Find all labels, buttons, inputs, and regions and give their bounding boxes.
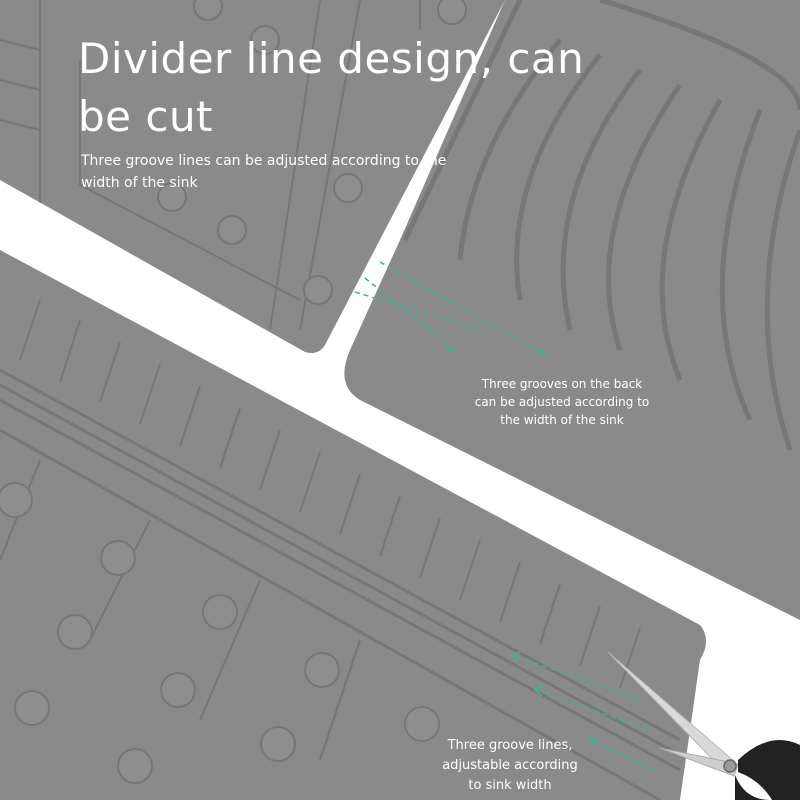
caption-groove-lines-line-1: Three groove lines, <box>447 738 573 753</box>
subtext: Three groove lines can be adjusted accor… <box>81 150 521 194</box>
headline-line-1: Divider line design, can <box>78 34 585 83</box>
headline: Divider line design, can be cut <box>78 30 638 146</box>
mat-panel-right <box>344 0 800 620</box>
caption-back-grooves-line-2: can be adjusted according to <box>474 395 650 409</box>
caption-groove-lines: Three groove lines, adjustable according… <box>420 736 600 796</box>
arrows-right-panel <box>354 261 547 358</box>
caption-groove-lines-line-2: adjustable according <box>442 758 578 773</box>
subtext-line-1: Three groove lines can be adjusted accor… <box>81 153 447 169</box>
subtext-line-2: width of the sink <box>81 175 198 191</box>
caption-back-grooves-line-3: the width of the sink <box>500 413 624 427</box>
mat-panel-top-left <box>0 0 505 354</box>
arrows-bottom-panel <box>510 651 656 771</box>
mat-panel-bottom <box>0 250 706 800</box>
scissors-icon <box>607 651 800 800</box>
caption-back-grooves-line-1: Three grooves on the back <box>481 377 643 391</box>
headline-line-2: be cut <box>78 92 214 141</box>
caption-back-grooves: Three grooves on the back can be adjuste… <box>452 375 672 429</box>
caption-groove-lines-line-3: to sink width <box>468 778 552 793</box>
